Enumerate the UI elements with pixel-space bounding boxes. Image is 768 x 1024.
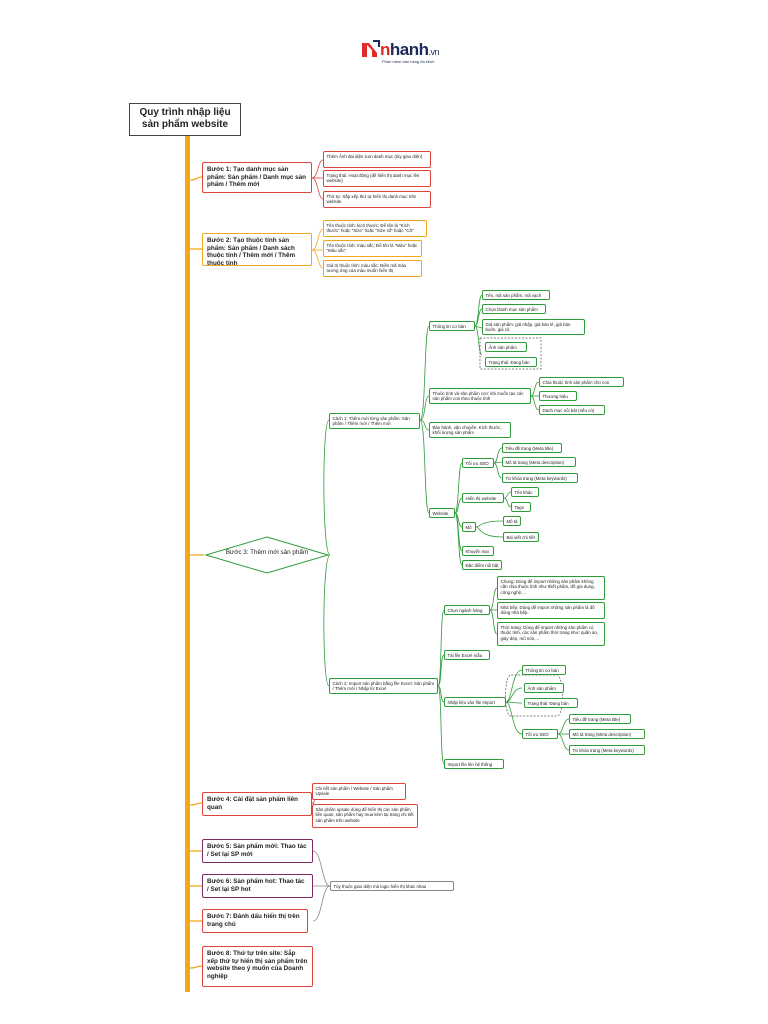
website-node: Website [429,508,455,518]
display-item: Tags [511,502,531,512]
download-excel-node: Tải file Excel mẫu [444,650,490,660]
enter-data-item: Thông tin cơ bản [522,665,566,675]
step-6-box: Bước 6: Sản phẩm hot: Thao tác / Set lại… [202,874,313,898]
display-item: Tên khác [511,487,539,497]
describe-item: Mô tả [503,516,521,526]
enter-data-item: Trạng thái: Đang bán [524,698,578,708]
timeline-spine [185,136,190,992]
step-1-note: Thứ tự: Sắp xếp thứ tự hiển thị danh mục… [323,191,431,208]
step-1-box: Bước 1: Tạo danh mục sản phẩm: Sản phẩm … [202,162,312,193]
import-file-node: Import file lên hệ thống [444,759,504,769]
seo-node-2: Tối ưu SEO [522,729,558,739]
step-8-box: Bước 8: Thứ tự trên site: Sắp xếp thứ tự… [202,946,313,987]
describe-item: Bài viết chi tiết [503,532,539,542]
basic-info-item: Trạng thái: Đang bán [485,357,537,367]
step-4-note: Chi tiết sản phẩm / Website / Sản phẩm U… [312,783,406,800]
industry-item: Thời trang: Dùng để import những sản phẩ… [497,622,605,646]
step-3-diamond [204,536,330,574]
page-title: Quy trình nhập liệu sản phẩm website [129,103,241,136]
attribute-item: Danh mục nổi bật (nếu có) [539,405,605,415]
brand-logo: nhanh.vn Phần mềm bán hàng đa kênh [360,38,440,68]
basic-info-item: Ảnh sản phẩm [485,342,527,352]
industry-item: Chung: Dùng để import những sản phẩm khô… [497,576,605,600]
basic-info-item: Giá sản phẩm: giá nhập, giá bán lẻ, giá … [482,319,585,335]
industry-item: Nhà bếp: Dùng để import những sản phẩm l… [497,602,605,619]
step-4-box: Bước 4: Cài đặt sản phẩm liên quan [202,792,312,816]
seo-item: Tiêu đề trang (Meta title) [502,443,562,453]
step-2-box: Bước 2: Tạo thuộc tính sản phẩm: Sản phẩ… [202,233,312,266]
highlight-node: Đặc điểm nổi bật [462,560,502,570]
attributes-node: Thuộc tính và sản phẩm con: khi muốn tạo… [429,388,531,404]
seo-item: Từ khóa trang (Meta keywords) [502,473,578,483]
step-5-box: Bước 5: Sản phẩm mới: Thao tác / Set lại… [202,839,313,863]
display-node: Hiển thị website [462,493,504,503]
basic-info-item: Tên, mã sản phẩm, mã vạch [482,290,550,300]
enter-data-node: Nhập liệu vào file Import [444,697,506,707]
seo-item: Mô tả trang (Meta description) [502,457,576,467]
seo-node: Tối ưu SEO [462,458,494,468]
step-7-box: Bước 7: Đánh dấu hiển thị trên trang chủ [202,909,308,933]
attribute-item: Thương hiệu [539,391,577,401]
display-logic-note: Tùy thuộc giao diện mà logic hiển thị kh… [330,881,454,891]
basic-info-item: Chọn Danh mục sản phẩm [482,304,546,314]
logo-tagline: Phần mềm bán hàng đa kênh [382,59,435,64]
step-2-note: Giá trị thuộc tính: màu sắc: Điền mã màu… [323,260,422,277]
promotion-node: Khuyến mại [462,546,494,556]
step-4-note: Sản phẩm upsale dùng để hiển thị các sản… [312,804,418,828]
step-1-note: Trạng thái: Hoạt động (để hiển thị danh … [323,170,431,187]
step-3-way-1: Cách 1: Thêm mới từng sản phẩm: Sản phẩm… [329,413,420,429]
attribute-item: Chia thuộc tính sản phẩm cho con [539,377,624,387]
logo-mark-icon [362,40,380,57]
warranty-shipping-node: Bảo hành, vận chuyển: Kích thước, khối l… [429,422,511,438]
enter-data-item: Ảnh sản phẩm [524,683,564,693]
step-2-note: Tên thuộc tính: kích thước; Để tên là "K… [323,220,427,237]
seo-item-2: Từ khóa trang (Meta keywords) [569,745,645,755]
seo-item-2: Tiêu đề trang (Meta title) [569,714,631,724]
basic-info-node: Thông tin cơ bản [429,321,475,331]
seo-item-2: Mô tả trang (Meta description) [569,729,645,739]
step-3-way-2: Cách 2: Import sản phẩm bằng file Excel:… [329,678,438,694]
logo-text: nhanh.vn [380,40,440,59]
describe-node: Mô tả [462,522,476,532]
step-1-note: Thêm Ảnh đại diện icon danh mục (tùy gia… [323,151,431,168]
choose-industry-node: Chọn ngành hàng [444,605,490,615]
step-2-note: Tên thuộc tính: màu sắc; Để tên là "Màu"… [323,240,422,257]
